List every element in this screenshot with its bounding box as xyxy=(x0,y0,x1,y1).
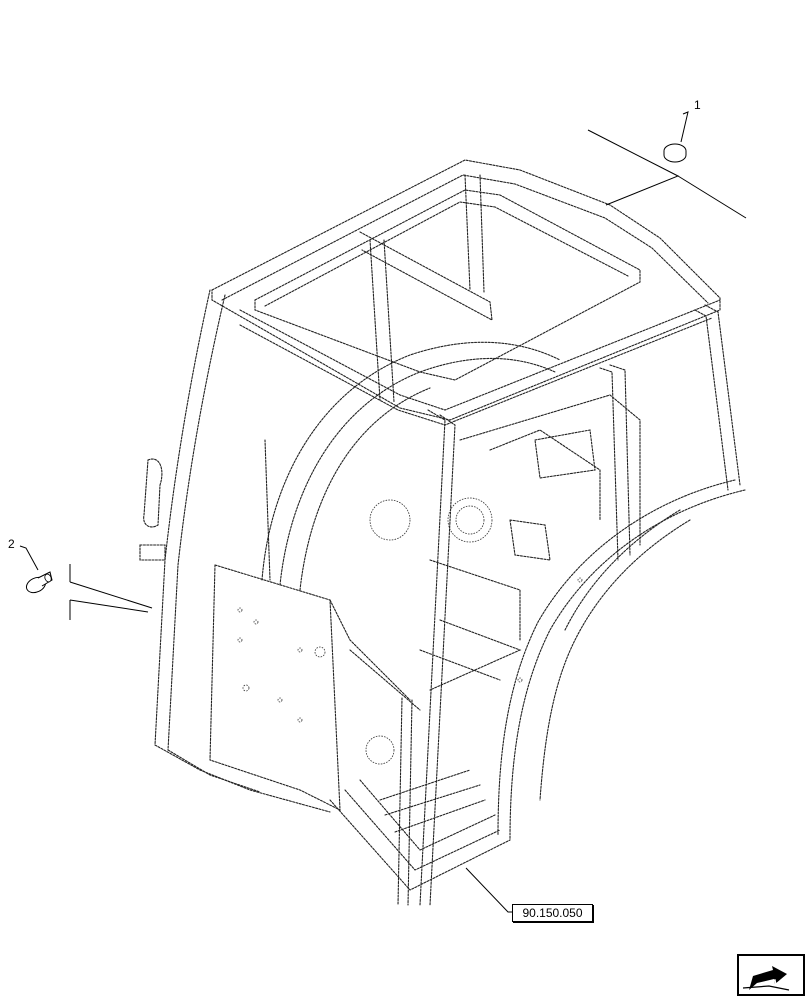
callout-2-label: 2 xyxy=(8,537,15,551)
back-navigation-button[interactable] xyxy=(737,954,805,996)
reference-link[interactable]: 90.150.050 xyxy=(512,904,593,922)
leader-lines xyxy=(19,111,747,913)
arrow-back-icon xyxy=(742,966,790,991)
push-rivet-icon xyxy=(25,571,53,594)
plug-icon xyxy=(663,143,687,163)
cab-frame xyxy=(139,159,746,906)
callout-1-label: 1 xyxy=(694,98,701,112)
